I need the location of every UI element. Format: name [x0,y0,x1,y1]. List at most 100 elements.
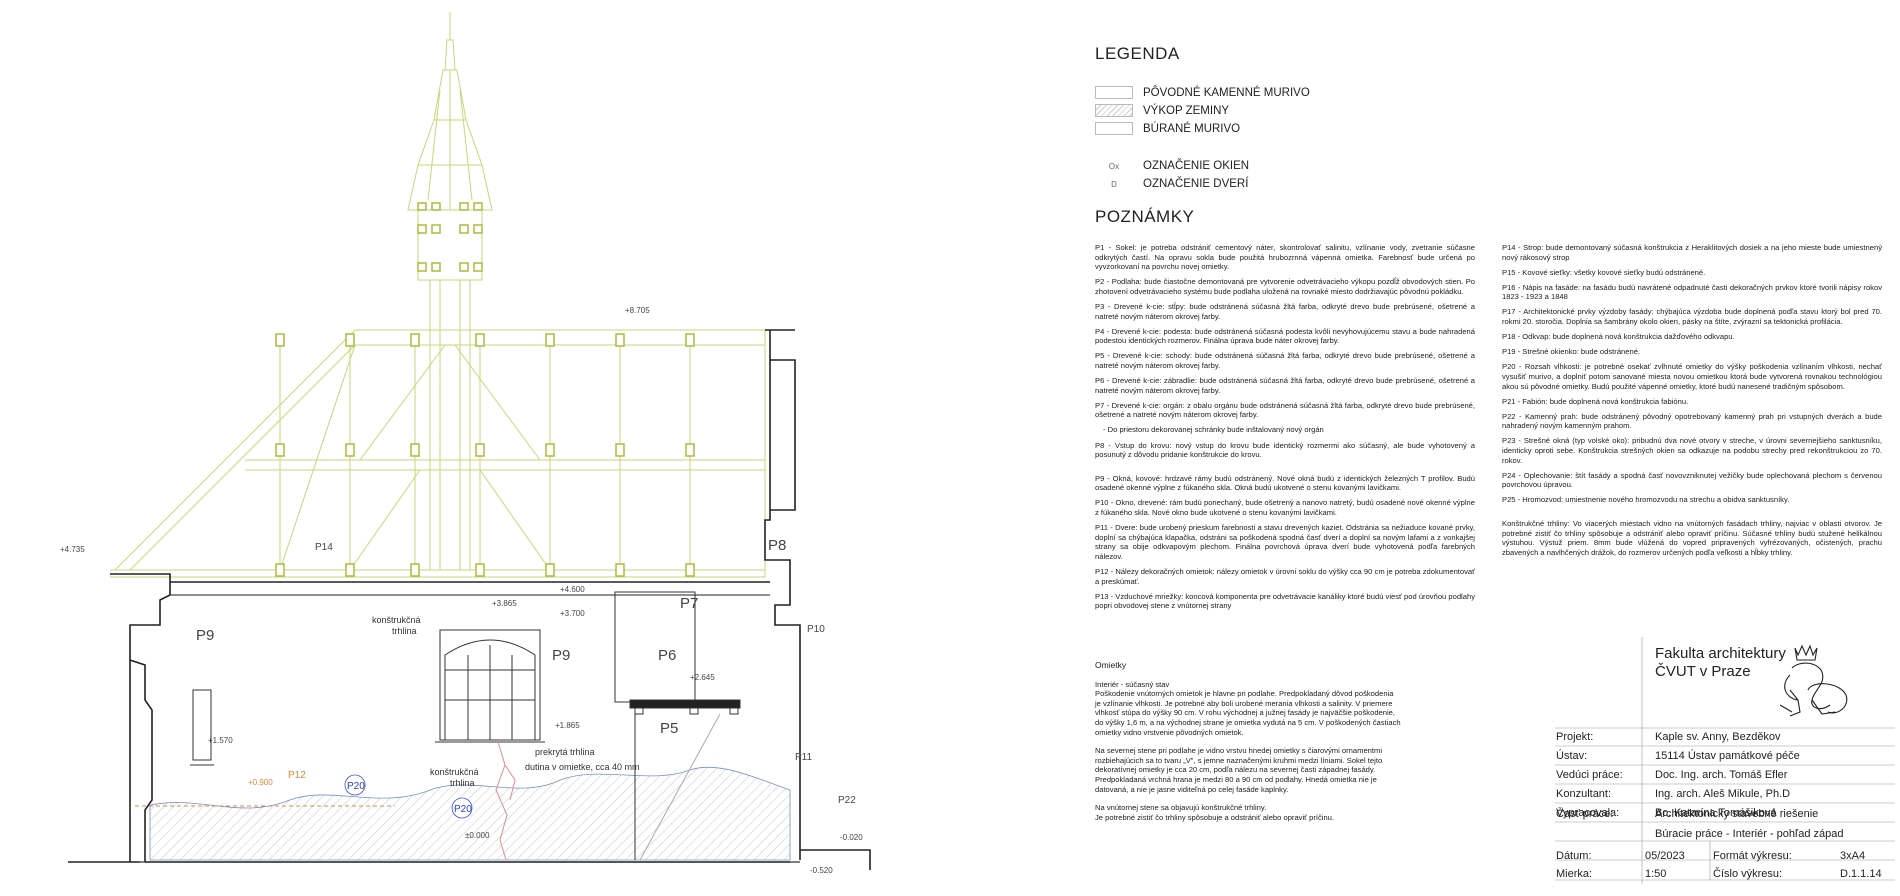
tag-p20-a: P20 [347,781,365,792]
scale-value: 1:50 [1645,868,1667,880]
note-item: P24 - Oplechovanie: štít fasády a spodná… [1502,470,1882,490]
truss-bracket [685,443,695,457]
note-item: P8 - Vstup do krovu: nový vstup do krovu… [1095,440,1475,460]
truss-bracket [275,333,285,347]
tag-p22: P22 [838,795,856,806]
note-item: P2 - Podlaha: bude čiastočne demontovaná… [1095,277,1475,296]
titleblock-label: Vypracovala: [1556,807,1620,819]
level-2645: +2.645 [690,673,715,682]
note-item: P20 - Rozsah vlhkosti: je potrebné oseka… [1502,362,1882,391]
note-item: P23 - Strešné okná (typ volské oko): pri… [1502,436,1882,465]
truss-bracket [345,563,355,577]
titleblock-value: Bc. Katarína Tomášiková [1655,807,1777,819]
titleblock-value: Doc. Ing. arch. Tomáš Efler [1655,769,1788,781]
note-item: - Do priestoru dekorovanej schránky bude… [1103,425,1324,435]
truss-bracket [410,563,420,577]
number-value: D.1.1.14 [1840,868,1882,880]
window-west [435,629,545,743]
note-item: Konštrukčné trhliny: Vo viacerých miesta… [1502,518,1882,557]
organ-gallery [614,591,741,861]
spire [407,12,493,571]
legend-swatch [1095,122,1133,135]
note-item: P14 - Strop: bude demontovaný súčasná ko… [1502,243,1882,262]
note-item: P15 - Kovové sieťky: všetky kovové sieťk… [1502,267,1706,277]
legend-label: VÝKOP ZEMINY [1143,104,1230,117]
note-item: P16 - Nápis na fasáde: na fasádu budú na… [1502,282,1882,302]
plaster-title: Omietky [1095,660,1127,670]
notes-title: POZNÁMKY [1095,207,1195,226]
truss-bracket [685,563,695,577]
legend-swatch [1095,86,1133,99]
p20-markers [344,774,473,819]
legend-item-doors: D OZNAČENIE DVERÍ [1095,178,1248,190]
tag-p9-window: P9 [552,647,570,664]
tag-p6: P6 [658,647,676,664]
faculty-line-2: ČVUT v Praze [1655,663,1751,680]
note-item: P7 - Drevené k-cie: orgán: z obalu orgán… [1095,400,1475,420]
legend-label: OZNAČENIE OKIEN [1143,160,1250,172]
note-item: P11 - Dvere: bude urobený prieskum fareb… [1095,523,1475,561]
level-4600: +4.600 [560,585,585,594]
legend-title: LEGENDA [1095,44,1180,63]
titleblock-label: Časť práce: [1556,808,1614,820]
titleblock-value: Kaple sv. Anny, Bezděkov [1655,731,1781,743]
legend-label: PÔVODNÉ KAMENNÉ MURIVO [1143,86,1310,99]
note-crack2-line1: konštrukčná [430,767,479,777]
tag-p8: P8 [768,537,786,554]
date-label: Dátum: [1556,850,1592,862]
tag-p11: P11 [795,752,812,763]
note-item: P19 - Strešné okienko: bude odstránené. [1502,347,1641,357]
note-hidden-crack: prekrytá trhlina [535,747,595,757]
truss-bracket [615,563,625,577]
truss-bracket [275,563,285,577]
truss-bracket [275,443,285,457]
note-item: P4 - Drevené k-cie: podesta: bude odstrá… [1095,326,1475,346]
legend-label: OZNAČENIE DVERÍ [1143,178,1249,190]
level-1570: +1.570 [208,736,233,745]
level-1865: +1.865 [555,721,580,730]
note-item: P13 - Vzduchové mriežky: koncová kompone… [1095,591,1475,611]
level-3700: +3.700 [560,609,585,618]
note-item: P9 - Okná, kovové: hrdzavé rámy budú ods… [1095,473,1475,493]
faculty-name: Fakulta architektury ČVUT v Praze [1655,645,1786,681]
drawing-title: Búracie práce - Interiér - pohľad západ [1655,828,1844,840]
number-label: Číslo výkresu: [1713,868,1783,880]
note-item: P17 - Architektonické prvky výzdoby fasá… [1502,307,1882,327]
cvut-lion-logo [1779,644,1848,717]
level-0900: +0.900 [248,778,273,787]
tag-p5: P5 [660,720,678,737]
plaster-paragraph: Na vnútornej stene sa objavujú konštrukč… [1095,803,1335,822]
truss-bracket [475,443,485,457]
truss-bracket [475,563,485,577]
truss-bracket [685,333,695,347]
truss-bracket [615,443,625,457]
titleblock-value: Ing. arch. Aleš Mikule, Ph.D [1655,788,1791,800]
tag-p9-left: P9 [196,627,214,644]
note-item: P21 - Fabión: bude doplnená nová konštru… [1502,396,1689,406]
legend-item-excavation: VÝKOP ZEMINY [1095,104,1229,117]
plaster-notes: Omietky Interiér - súčasný stav Poškoden… [1095,660,1401,831]
titleblock-value: Architektonicky stavebné riešenie [1655,808,1819,820]
level-0520: -0.520 [810,866,833,875]
date-value: 05/2023 [1645,850,1685,862]
tag-p10: P10 [807,624,825,635]
tag-p20-b: P20 [454,804,472,815]
notes-column-1: P1 - Sokel: je potreba odstrániť cemento… [1095,243,1475,616]
truss-bracket [545,443,555,457]
titleblock-label: Ústav: [1556,750,1588,762]
faculty-line-1: Fakulta architektury [1655,645,1786,662]
note-item: P22 - Kamenný prah: bude odstránený pôvo… [1502,411,1882,431]
truss-brackets [275,333,695,577]
titleblock-label: Projekt: [1556,731,1594,743]
format-label: Formát výkresu: [1713,850,1792,862]
legend-swatch [1095,104,1133,117]
level-3865: +3.865 [492,599,517,608]
truss-bracket [615,333,625,347]
window-symbol: Ox [1108,161,1120,171]
titleblock-value: 15114 Ústav památkové péče [1655,750,1800,762]
note-item: P10 - Okno, drevené: rám budú ponechaný,… [1095,498,1475,517]
truss-bracket [475,333,485,347]
scale-label: Mierka: [1556,868,1593,880]
legend-label: BÚRANÉ MURIVO [1143,122,1241,135]
